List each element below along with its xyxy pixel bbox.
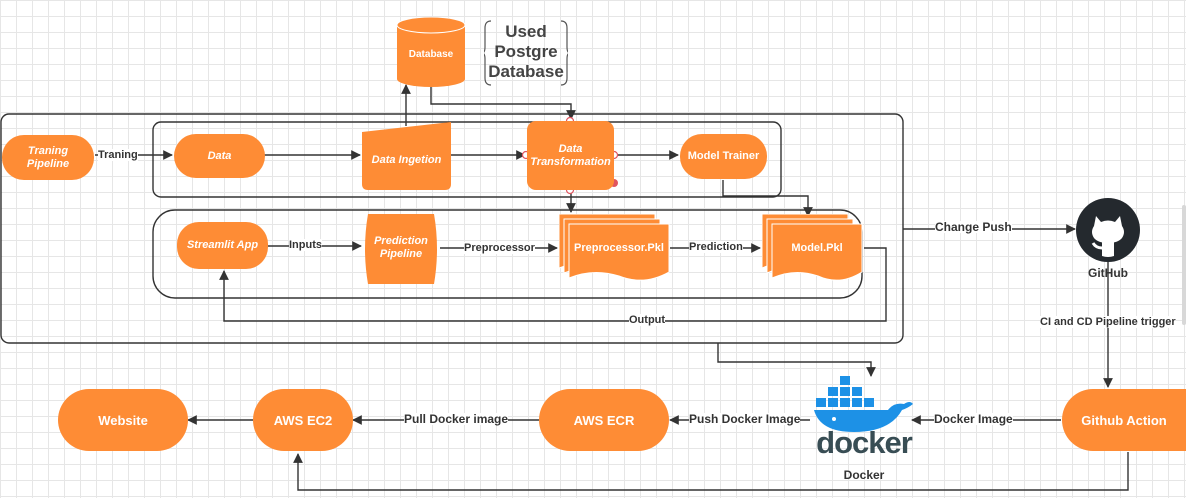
vertical-scrollbar[interactable] bbox=[1182, 205, 1186, 325]
docker-caption: Docker bbox=[843, 468, 885, 482]
github-icon bbox=[1076, 198, 1140, 262]
data-ingestion-node: Data Ingetion bbox=[362, 122, 451, 190]
edge-output bbox=[219, 247, 887, 322]
aws-ecr-node: AWS ECR bbox=[539, 389, 669, 451]
docker-whale-icon bbox=[814, 372, 914, 434]
data-transformation-node: Data Transformation bbox=[527, 121, 614, 190]
database-node: Database bbox=[396, 16, 466, 87]
training-pipeline-node: Traning Pipeline bbox=[2, 135, 94, 180]
model-trainer-node: Model Trainer bbox=[680, 134, 767, 179]
edge-database-transform bbox=[430, 86, 576, 120]
label-training: Traning bbox=[98, 149, 138, 161]
note-line-1: Used bbox=[505, 22, 547, 41]
label-pull-docker-image: Pull Docker image bbox=[404, 412, 509, 426]
training-container bbox=[152, 121, 782, 198]
label-push-docker-image: Push Docker Image bbox=[689, 412, 801, 426]
label-output: Output bbox=[629, 314, 666, 326]
label-docker-image: Docker Image bbox=[934, 412, 1013, 426]
github-action-node: Github Action bbox=[1062, 389, 1186, 451]
edge-action-ec2 bbox=[293, 452, 1129, 491]
note-line-2: Postgre bbox=[494, 42, 558, 61]
postgres-note: Used Postgre Database bbox=[484, 20, 568, 86]
streamlit-app-node: Streamlit App bbox=[177, 222, 268, 269]
docker-logo-text: docker bbox=[816, 425, 913, 460]
label-prediction: Prediction bbox=[689, 241, 743, 253]
data-node: Data bbox=[174, 134, 265, 178]
edge-container-docker bbox=[717, 343, 876, 377]
prediction-pipeline-label: Prediction Pipeline bbox=[374, 235, 428, 260]
preprocessor-pkl-label: Preprocessor.Pkl bbox=[574, 242, 664, 254]
model-pkl-node: Model.Pkl bbox=[762, 214, 864, 286]
label-ci-cd: CI and CD Pipeline trigger bbox=[1040, 316, 1176, 328]
label-change-push: Change Push bbox=[935, 220, 1012, 234]
edge-trainer-model bbox=[722, 180, 813, 217]
aws-ec2-node: AWS EC2 bbox=[253, 389, 353, 451]
github-caption: GitHub bbox=[1088, 266, 1128, 280]
website-node: Website bbox=[58, 389, 188, 451]
label-preprocessor: Preprocessor bbox=[464, 242, 535, 254]
database-label: Database bbox=[408, 49, 454, 60]
label-inputs: Inputs bbox=[289, 239, 322, 251]
prediction-pipeline-node: Prediction Pipeline bbox=[362, 214, 440, 284]
preprocessor-pkl-node: Preprocessor.Pkl bbox=[559, 214, 671, 286]
data-ingestion-label: Data Ingetion bbox=[371, 154, 442, 166]
model-pkl-label: Model.Pkl bbox=[791, 242, 843, 254]
note-line-3: Database bbox=[488, 62, 564, 81]
